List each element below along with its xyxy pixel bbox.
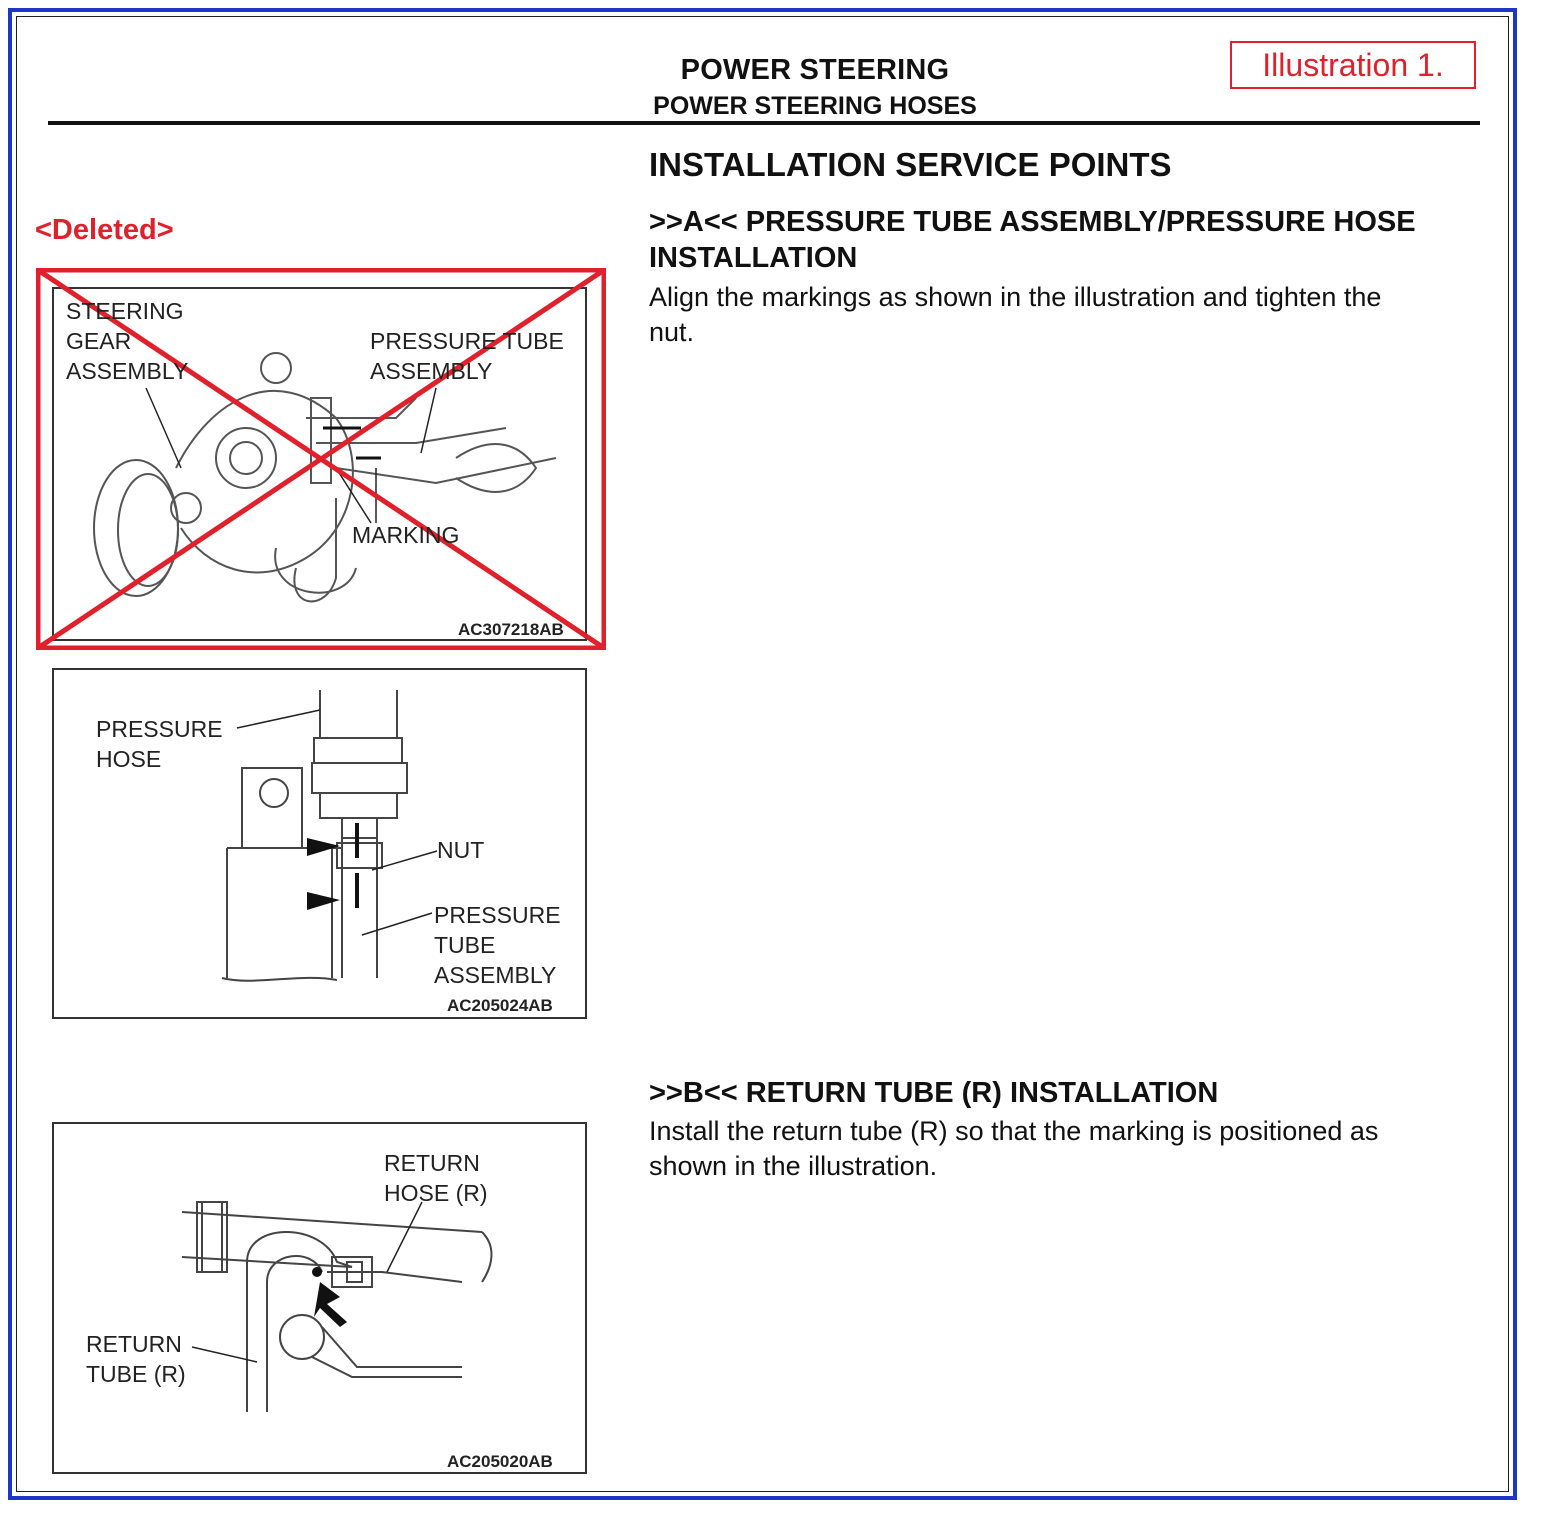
step-b-body: Install the return tube (R) so that the … xyxy=(649,1116,1379,1146)
return-tube-drawing xyxy=(52,1122,587,1474)
label-return-tube: RETURN TUBE (R) xyxy=(86,1331,186,1387)
label-steering-gear: STEERING GEAR ASSEMBLY xyxy=(66,298,189,384)
page-inner-frame xyxy=(16,16,1509,1492)
figure-code: AC307218AB xyxy=(458,620,564,639)
section-heading: INSTALLATION SERVICE POINTS xyxy=(649,146,1172,183)
step-b-body-cont: shown in the illustration. xyxy=(649,1151,938,1181)
deleted-label: <Deleted> xyxy=(35,214,174,246)
step-a-heading-cont: INSTALLATION xyxy=(649,242,858,274)
step-a-body: Align the markings as shown in the illus… xyxy=(649,282,1382,312)
page-subtitle: POWER STEERING HOSES xyxy=(653,92,977,120)
label-nut: NUT xyxy=(437,837,485,863)
figure-return-tube: RETURN HOSE (R) RETURN TUBE (R) AC205020… xyxy=(52,1122,587,1474)
figure-pressure-hose: PRESSURE HOSE NUT PRESSURE TUBE ASSEMBLY… xyxy=(52,668,587,1019)
label-pressure-tube: PRESSURE TUBE ASSEMBLY xyxy=(434,902,561,988)
label-return-hose: RETURN HOSE (R) xyxy=(384,1150,488,1206)
figure-code: AC205020AB xyxy=(447,1452,553,1471)
page-title: POWER STEERING xyxy=(680,54,950,86)
steering-gear-drawing xyxy=(36,268,606,650)
label-pressure-tube: PRESSURE TUBE ASSEMBLY xyxy=(370,328,564,384)
step-a-body-cont: nut. xyxy=(649,317,695,347)
label-marking: MARKING xyxy=(352,522,460,548)
figure-steering-gear: STEERING GEAR ASSEMBLY PRESSURE TUBE ASS… xyxy=(36,268,606,650)
step-b-heading: >>B<< RETURN TUBE (R) INSTALLATION xyxy=(649,1077,1219,1109)
pressure-hose-drawing xyxy=(52,668,587,1019)
label-pressure-hose: PRESSURE HOSE xyxy=(96,716,223,772)
figure-code: AC205024AB xyxy=(447,996,553,1015)
header-rule xyxy=(48,121,1480,125)
illustration-badge: Illustration 1. xyxy=(1230,41,1476,89)
step-a-heading: >>A<< PRESSURE TUBE ASSEMBLY/PRESSURE HO… xyxy=(649,206,1416,238)
page-outer-frame xyxy=(8,8,1517,1500)
